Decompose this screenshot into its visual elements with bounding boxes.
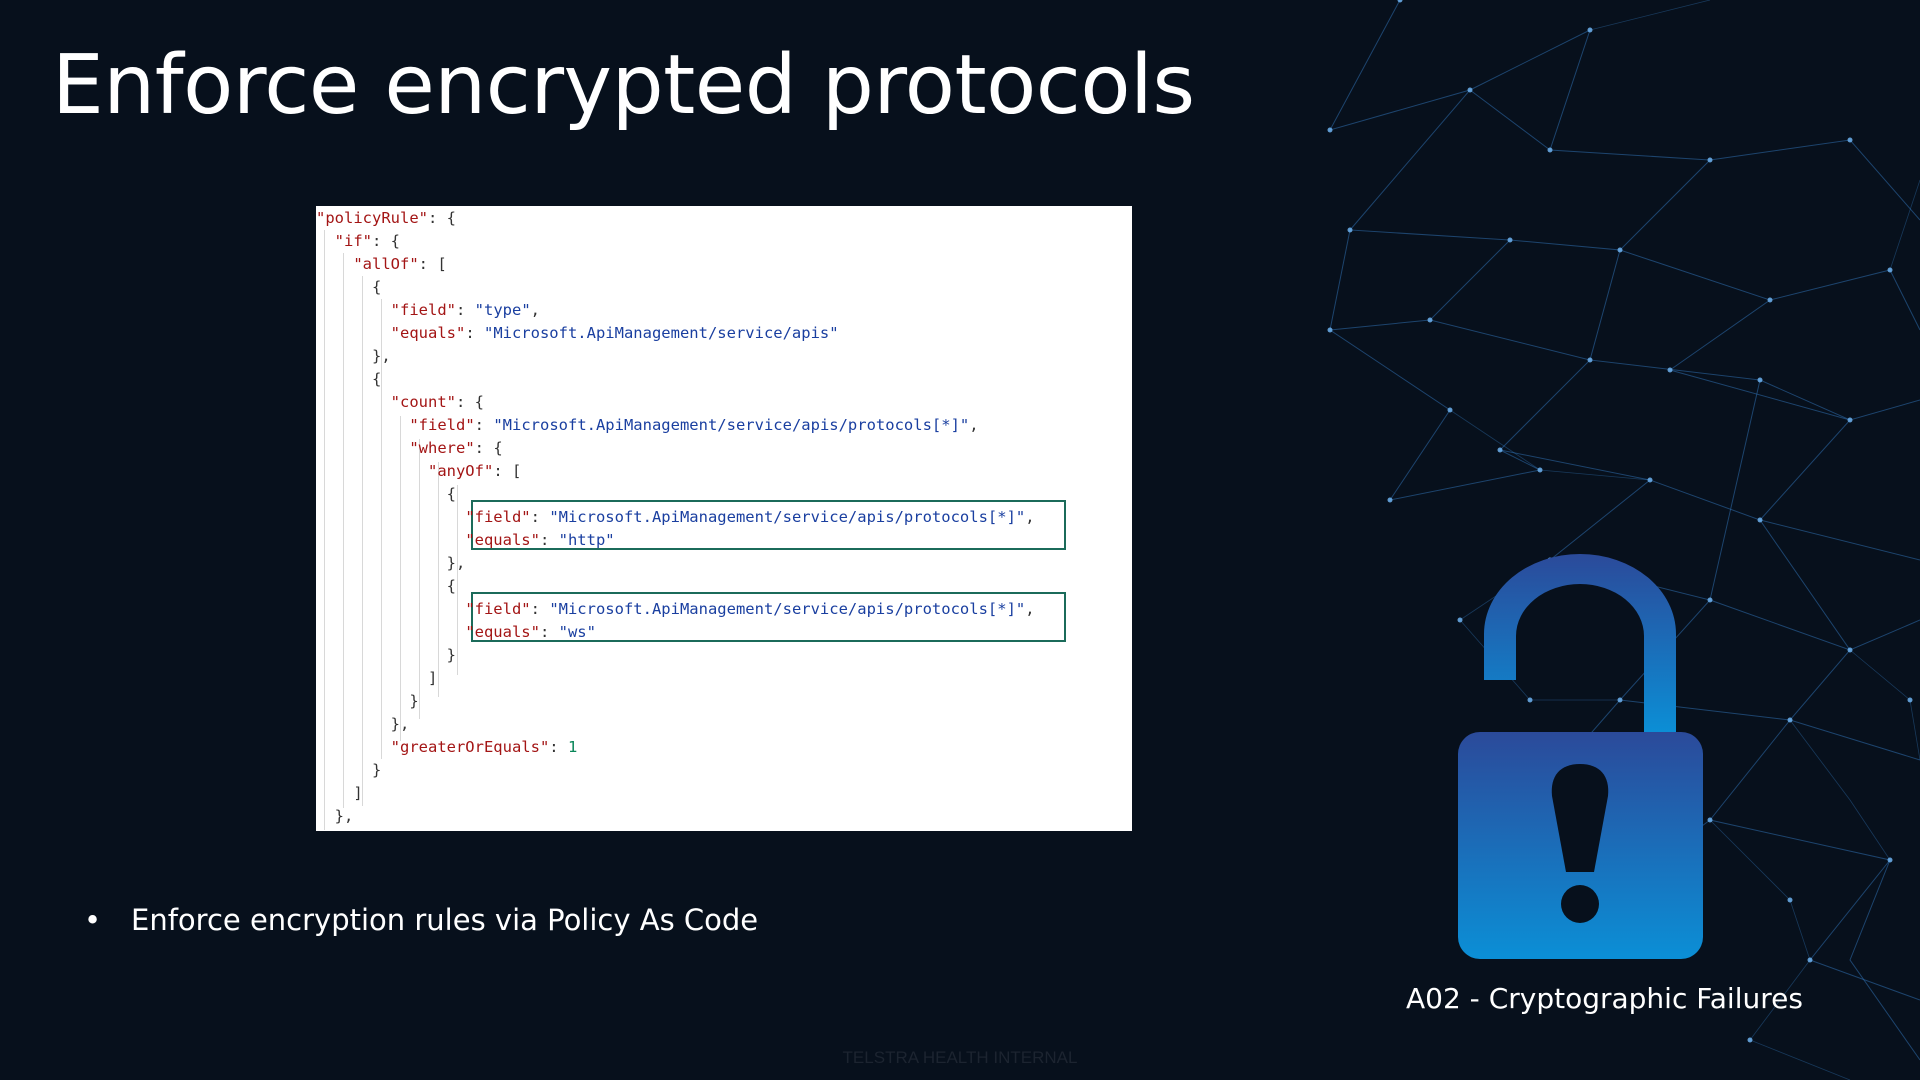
code-line: "allOf": [ — [353, 255, 447, 273]
code-line: } — [316, 692, 419, 710]
indent-guide — [400, 416, 401, 741]
indent-guide — [324, 230, 325, 830]
lock-caption: A02 - Cryptographic Failures — [1406, 982, 1803, 1015]
code-line: "if": { — [334, 232, 400, 250]
classification-footer: TELSTRA HEALTH INTERNAL — [842, 1048, 1078, 1067]
code-line: "policyRule": { — [316, 209, 456, 227]
slide-title: Enforce encrypted protocols — [52, 38, 1195, 133]
indent-guide — [381, 299, 382, 759]
code-line: "field": "type", — [390, 301, 540, 319]
code-line: { — [316, 485, 456, 503]
code-line: "field": "Microsoft.ApiManagement/servic… — [465, 600, 1035, 618]
indent-guide — [438, 462, 439, 697]
indent-guide — [419, 439, 420, 719]
code-line: ] — [316, 784, 363, 802]
indent-guide — [343, 253, 344, 808]
indent-guide — [457, 485, 458, 675]
bullet-text: Enforce encryption rules via Policy As C… — [131, 903, 759, 937]
bullet-dot-icon: • — [84, 903, 102, 937]
policy-code-screenshot: "policyRule": { "if": { "allOf": [ { "fi… — [316, 206, 1132, 831]
code-line: "field": "Microsoft.ApiManagement/servic… — [465, 508, 1035, 526]
code-line: }, — [316, 347, 391, 365]
unlocked-padlock-icon — [1458, 554, 1703, 959]
ws-protocol-highlight — [471, 592, 1066, 642]
code-line: }, — [316, 807, 354, 825]
code-line: { — [316, 370, 382, 388]
http-protocol-highlight — [471, 500, 1066, 550]
code-line: { — [316, 577, 456, 595]
code-line: } — [316, 646, 456, 664]
code-line: "equals": "Microsoft.ApiManagement/servi… — [390, 324, 839, 342]
code-line: "equals": "http" — [465, 531, 615, 549]
code-line: }, — [316, 554, 466, 572]
code-line: "count": { — [390, 393, 484, 411]
code-line: ] — [316, 669, 438, 687]
code-line: "equals": "ws" — [465, 623, 596, 641]
code-line: "field": "Microsoft.ApiManagement/servic… — [409, 416, 979, 434]
indent-guide — [362, 276, 363, 806]
code-line: "anyOf": [ — [427, 462, 522, 480]
code-line: }, — [316, 715, 410, 733]
code-line: { — [316, 278, 382, 296]
code-line: } — [316, 761, 382, 779]
code-line: "greaterOrEquals": 1 — [390, 738, 578, 756]
code-line: "where": { — [409, 439, 503, 457]
